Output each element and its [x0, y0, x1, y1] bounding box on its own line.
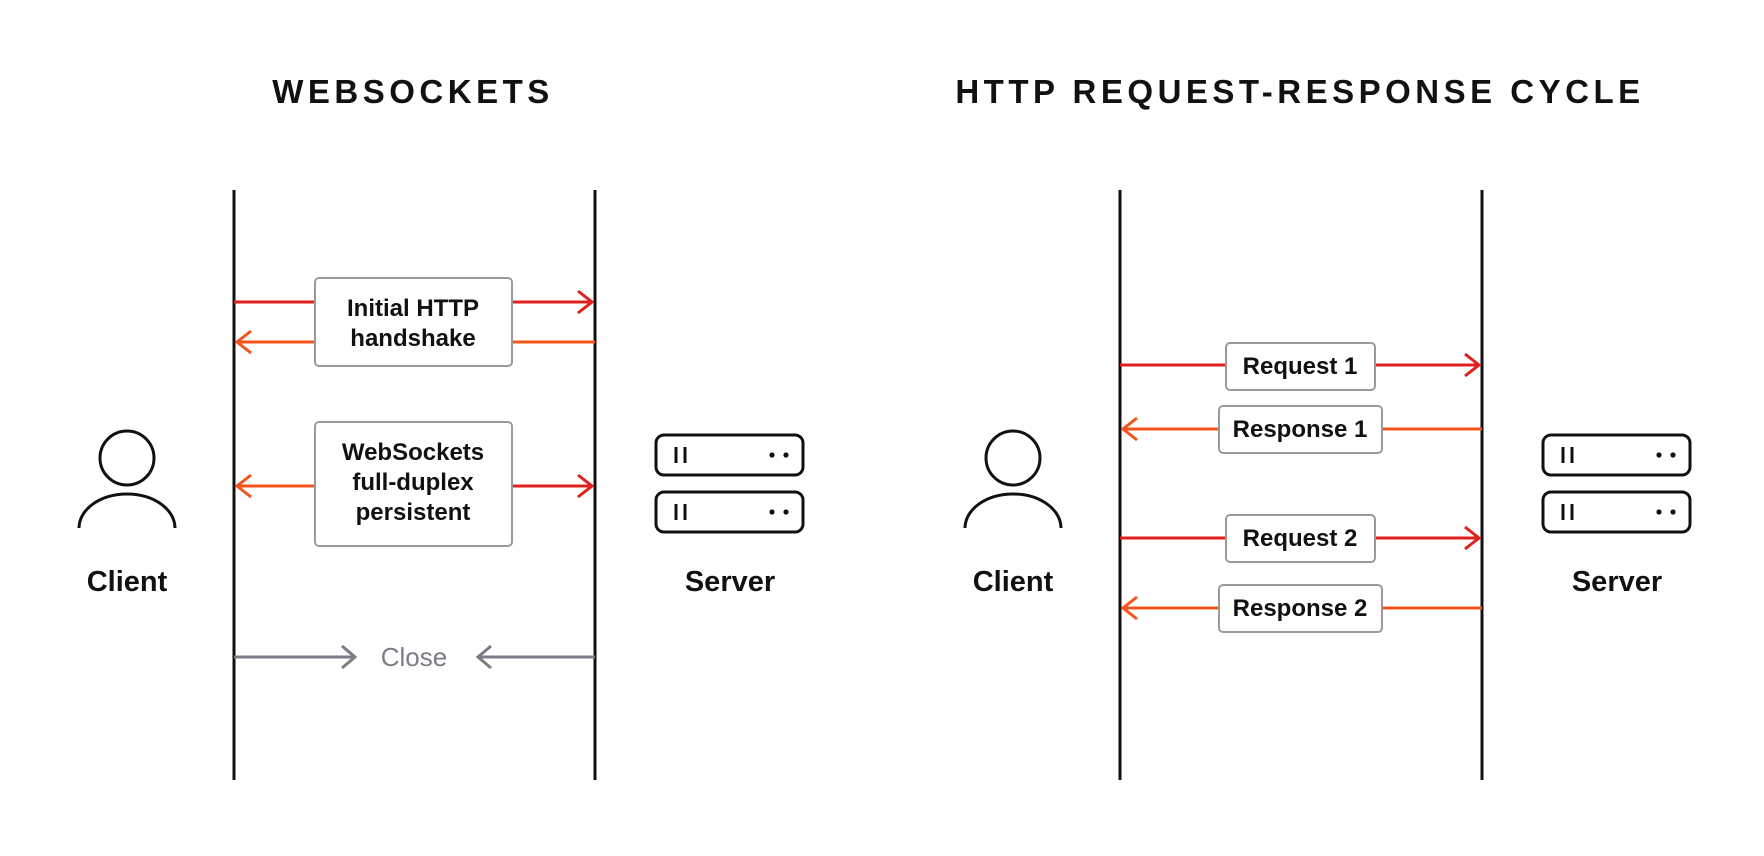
- response-2-label: Response 2: [1233, 595, 1368, 622]
- http-title: HTTP REQUEST-RESPONSE CYCLE: [955, 73, 1644, 110]
- close-label: Close: [381, 642, 447, 672]
- request-1-box: [1225, 342, 1376, 391]
- websockets-server-label: Server: [685, 566, 775, 598]
- http-client-label: Client: [973, 566, 1054, 598]
- http-server-label: Server: [1572, 566, 1662, 598]
- person-icon: [963, 429, 1063, 529]
- persistent-label-line-2: full-duplex: [352, 469, 474, 496]
- server-rack-icon: [1541, 433, 1692, 534]
- close-left-arrow: [234, 644, 358, 670]
- server-rack-icon: [654, 433, 805, 534]
- request-2-box: [1225, 514, 1376, 563]
- response-2-box: [1218, 584, 1383, 633]
- persistent-left-arrow: [234, 473, 320, 499]
- handshake-box: [314, 277, 513, 367]
- handshake-label-line-2: handshake: [350, 325, 475, 352]
- persistent-label-line-1: WebSockets: [342, 439, 484, 466]
- handshake-label-line-1: Initial HTTP: [347, 295, 479, 322]
- request-2-label: Request 2: [1243, 525, 1358, 552]
- response-1-box: [1218, 405, 1383, 454]
- websockets-client-label: Client: [87, 566, 168, 598]
- persistent-box: [314, 421, 513, 547]
- websockets-panel: WEBSOCKETS Client Server: [77, 73, 805, 780]
- http-panel: HTTP REQUEST-RESPONSE CYCLE Client Serve…: [955, 73, 1692, 780]
- persistent-label-line-3: persistent: [356, 499, 471, 526]
- response-1-label: Response 1: [1233, 416, 1368, 443]
- persistent-right-arrow: [510, 473, 595, 499]
- request-1-label: Request 1: [1243, 353, 1358, 380]
- close-right-arrow: [475, 644, 595, 670]
- person-icon: [77, 429, 177, 529]
- websockets-title: WEBSOCKETS: [272, 73, 554, 110]
